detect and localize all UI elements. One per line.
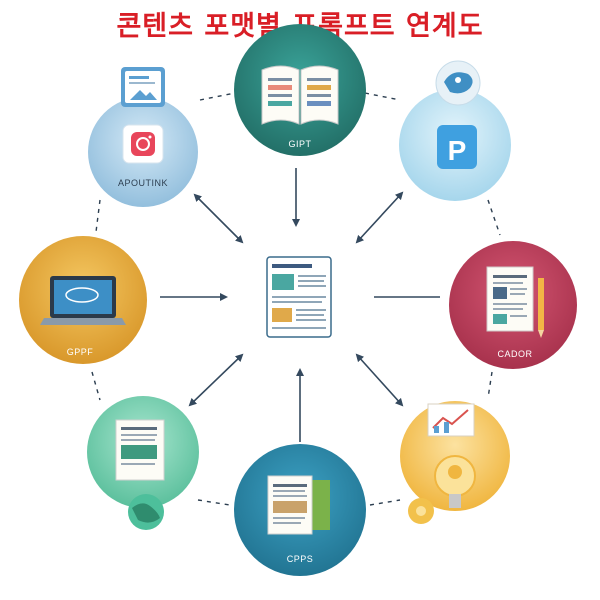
center-doc-heading bbox=[272, 264, 312, 268]
paper-pencil-icon bbox=[486, 266, 544, 338]
connector-left-bl bbox=[91, 371, 101, 401]
node-right[interactable]: CADOR bbox=[449, 241, 577, 369]
node-left[interactable]: GPPF bbox=[19, 236, 147, 364]
arrow-br-center bbox=[355, 353, 404, 407]
arrow-tl-center bbox=[193, 193, 244, 244]
center-arrows bbox=[160, 168, 440, 442]
connector-tl-top bbox=[199, 92, 236, 101]
connector-bottom-br bbox=[369, 499, 401, 506]
open-book-icon bbox=[261, 65, 339, 125]
outer-ring-connectors bbox=[91, 92, 501, 506]
p-app-icon: P bbox=[437, 125, 477, 169]
connector-right-br bbox=[487, 371, 493, 399]
connector-tl-left bbox=[95, 199, 101, 233]
svg-text:P: P bbox=[448, 135, 467, 166]
laptop-icon bbox=[40, 276, 126, 325]
document-folder-icon bbox=[267, 475, 330, 535]
palette-icon bbox=[435, 60, 481, 106]
node-bottom-left[interactable] bbox=[87, 396, 199, 530]
node-left-label: GPPF bbox=[67, 347, 94, 357]
connector-top-tr bbox=[364, 92, 401, 101]
node-top-left-label: APOUTINK bbox=[118, 178, 168, 188]
node-top-right[interactable]: P bbox=[399, 60, 511, 201]
center-document bbox=[266, 256, 332, 338]
instagram-icon bbox=[122, 124, 164, 164]
node-top-left[interactable]: APOUTINK bbox=[88, 67, 198, 207]
node-top-label: GIPT bbox=[288, 139, 311, 149]
node-top[interactable]: GIPT bbox=[234, 24, 366, 156]
node-bottom[interactable]: CPPS bbox=[234, 444, 366, 576]
connector-bl-bottom bbox=[197, 499, 231, 506]
lightbulb-chart-icon bbox=[408, 403, 476, 524]
node-right-label: CADOR bbox=[497, 349, 532, 359]
node-bottom-label: CPPS bbox=[287, 554, 314, 564]
arrow-tr-center bbox=[355, 191, 404, 244]
arrow-bl-center bbox=[188, 353, 244, 407]
node-bottom-right[interactable] bbox=[400, 401, 510, 524]
center-doc-image bbox=[272, 274, 294, 290]
image-card-icon bbox=[121, 67, 165, 107]
connector-tr-right bbox=[487, 199, 501, 236]
center-doc-chart bbox=[272, 308, 292, 322]
document-globe-icon bbox=[115, 419, 165, 530]
